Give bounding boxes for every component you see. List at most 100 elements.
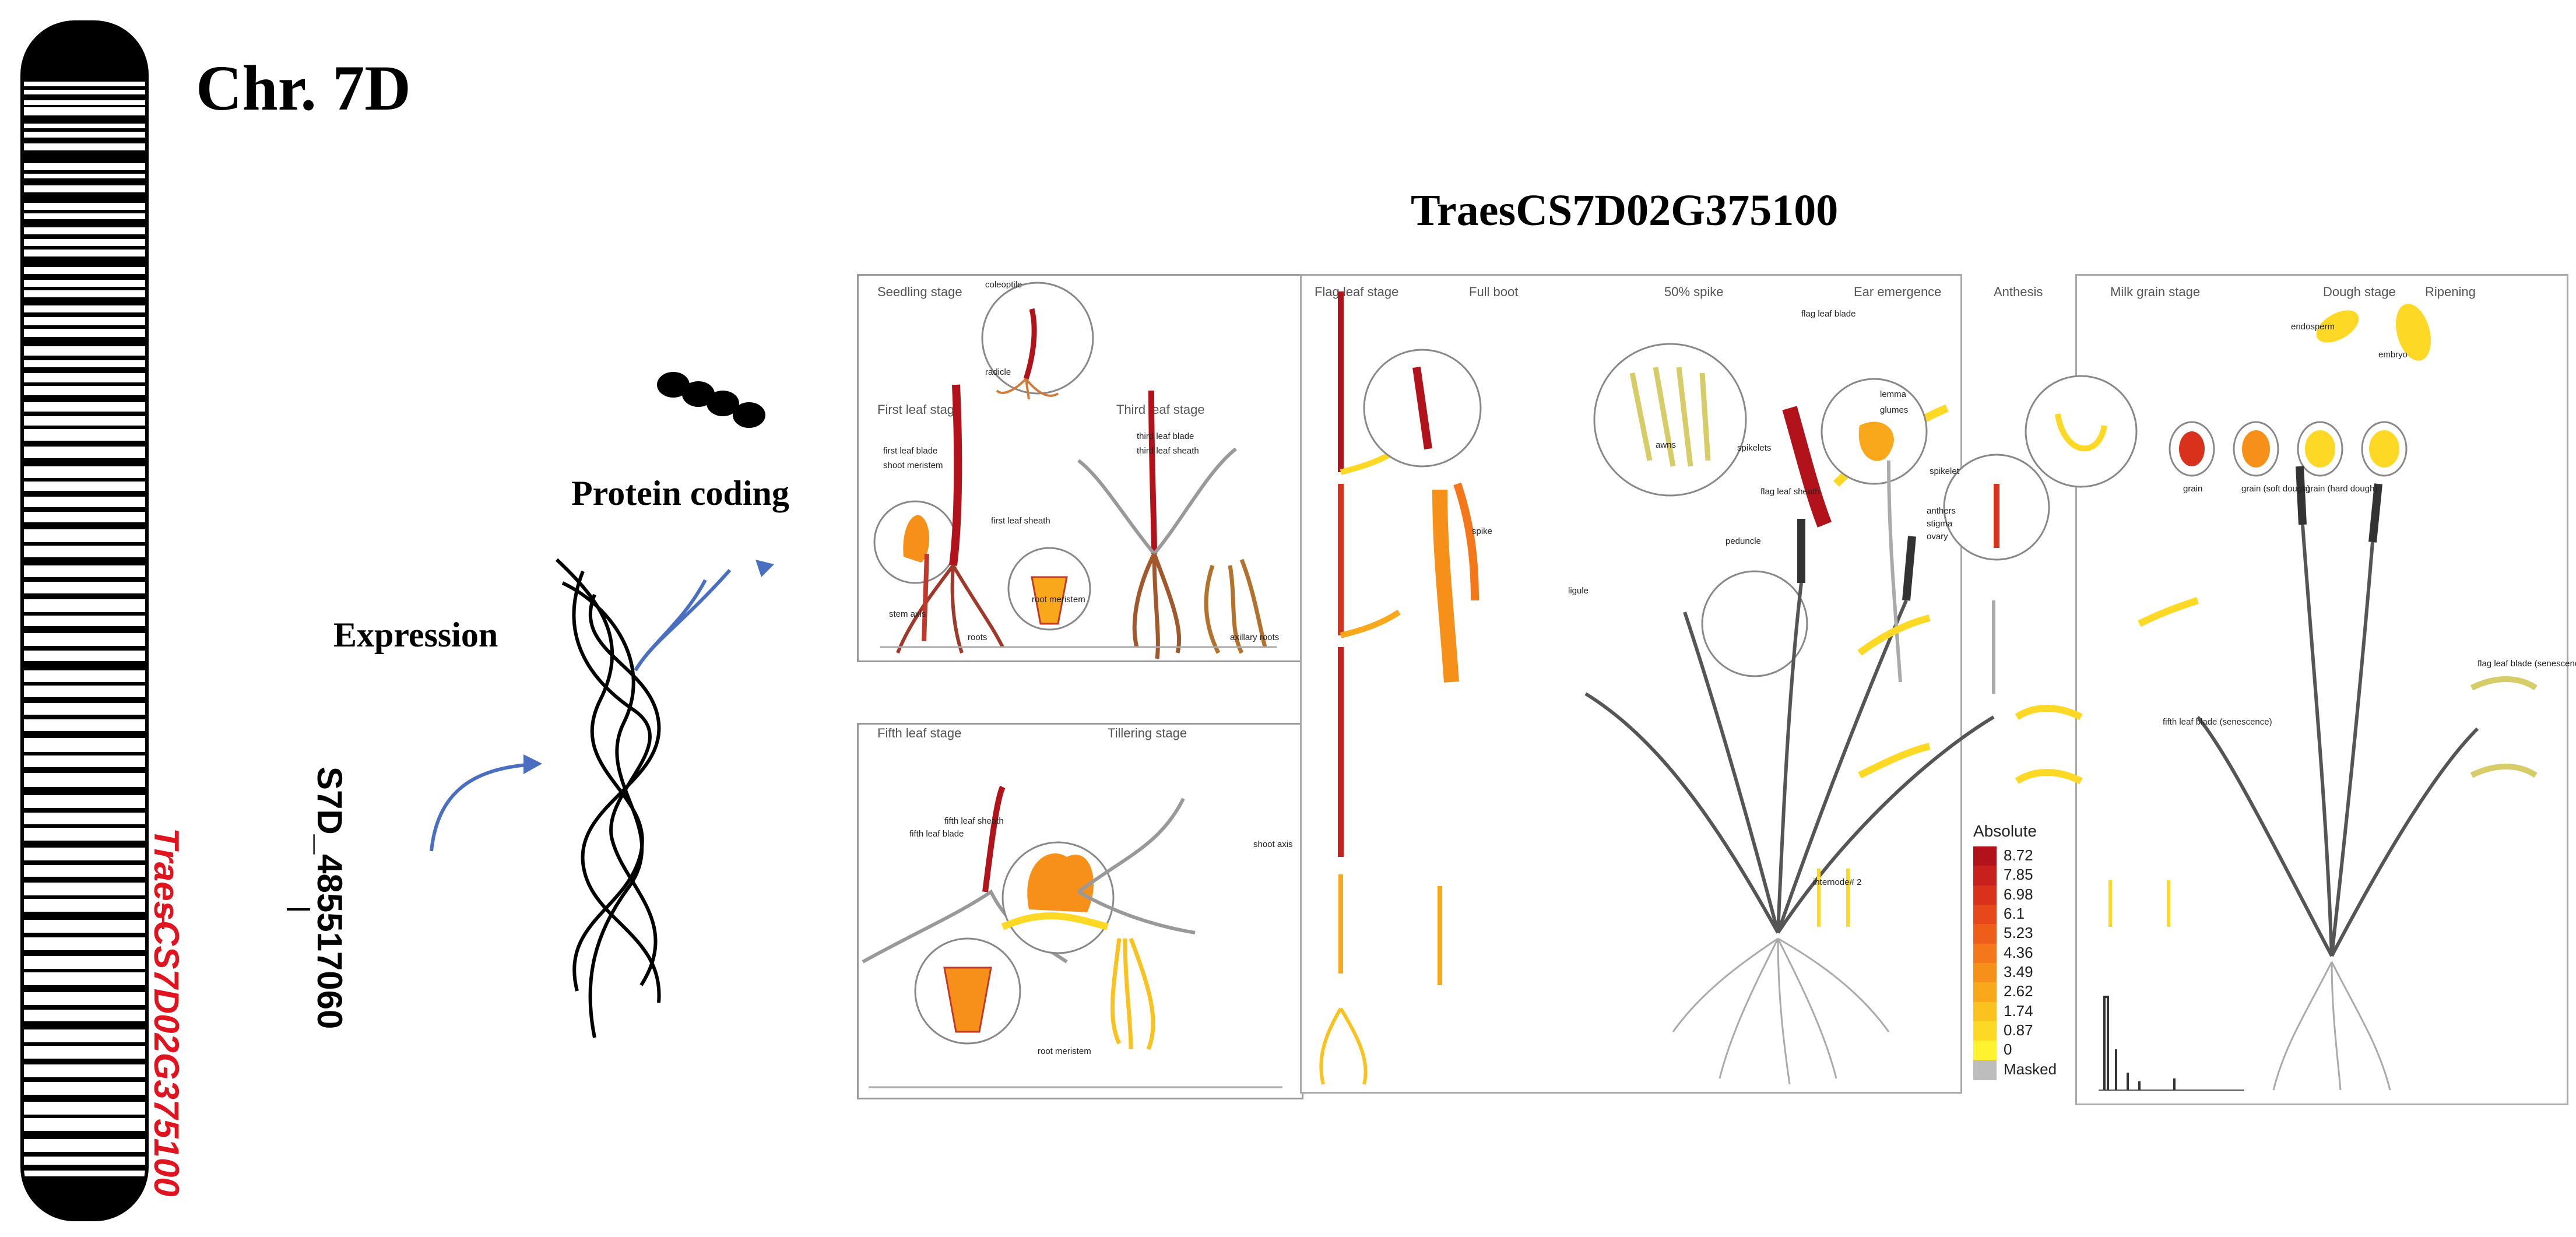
chromosome-band [22, 170, 147, 174]
chromosome-band [22, 841, 147, 848]
organ-shoot-meristem: shoot meristem [883, 461, 943, 470]
legend-value: Masked [2004, 1060, 2057, 1078]
chromosome-band [22, 441, 147, 447]
chromosome-band [22, 950, 147, 956]
chromosome-band [22, 1152, 147, 1157]
chromosome-band [22, 912, 147, 920]
legend-value: 6.1 [2004, 905, 2025, 922]
arrow-head-icon [523, 754, 542, 774]
chromosome-band [22, 297, 147, 305]
organ-root-meristem-2: root meristem [1038, 1046, 1091, 1056]
legend-value: 1.74 [2004, 1001, 2033, 1020]
snp-marker-tick [287, 908, 310, 911]
organ-roots: roots [968, 632, 987, 642]
chromosome-title: Chr. 7D [196, 52, 411, 124]
legend-swatch [1973, 982, 1997, 1003]
chromosome-band [22, 985, 147, 992]
legend-swatch [1973, 846, 1997, 867]
chromosome-band [22, 661, 147, 670]
stage-ripening: Ripening [2425, 284, 2476, 299]
legend-value: 0.87 [2004, 1021, 2033, 1039]
chromosome-band [22, 426, 147, 429]
organ-third-leaf-sheath: third leaf sheath [1137, 446, 1199, 456]
mrna-strands-icon [555, 558, 661, 1038]
chromosome-band [22, 356, 147, 360]
chromosome-band [22, 94, 147, 100]
arrow-icon [430, 579, 707, 852]
organ-radicle: radicle [985, 367, 1011, 377]
organ-fifth-leaf-blade: fifth leaf blade [909, 829, 964, 839]
organ-grain-soft: grain (soft dough) [2241, 484, 2310, 494]
chromosome-band [22, 478, 147, 482]
chromosome-ideogram [20, 20, 149, 1221]
chromosome-band [22, 752, 147, 755]
organ-first-leaf-blade: first leaf blade [883, 446, 938, 456]
organ-grain: grain [2183, 484, 2203, 494]
chromosome-band [22, 1059, 147, 1064]
chromosome-band [22, 808, 147, 813]
chromosome-band [22, 542, 147, 546]
chromosome-band [22, 1042, 147, 1046]
chromosome-band [22, 382, 147, 386]
organ-first-leaf-sheath: first leaf sheath [991, 516, 1050, 526]
legend-swatch [1973, 1041, 1997, 1061]
stage-third-leaf: Third leaf stage [1116, 402, 1205, 417]
chromosome-band [22, 933, 147, 937]
chromosome-band [22, 626, 147, 633]
organ-glumes: glumes [1880, 405, 1909, 415]
plant-illustrations [862, 282, 2538, 1091]
stage-tillering: Tillering stage [1108, 726, 1187, 740]
organ-ovary: ovary [1927, 532, 1948, 542]
chromosome-band [22, 219, 147, 227]
organ-anthers: anthers [1927, 506, 1956, 516]
chromosome-band [22, 287, 147, 290]
legend-value: 6.98 [2004, 885, 2033, 903]
stage-50-spike: 50% spike [1664, 284, 1724, 299]
organ-flag-leaf-blade: flag leaf blade [1801, 309, 1856, 319]
chromosome-band [22, 507, 147, 512]
organ-flag-leaf-blade-senescence: flag leaf blade (senescence) [2477, 659, 2576, 669]
chromosome-band [22, 877, 147, 883]
chromosome-band [22, 593, 147, 599]
chromosome-band [22, 150, 147, 163]
chromosome-band [22, 1176, 147, 1220]
organ-endosperm: endosperm [2291, 322, 2335, 332]
legend-value: 2.62 [2004, 982, 2033, 1000]
legend-swatch [1973, 1060, 1997, 1080]
legend-swatch [1973, 963, 1997, 983]
protein-beads-icon [657, 372, 765, 428]
chromosome-band [22, 234, 147, 239]
chromosome-band [22, 138, 147, 143]
organ-stigma: stigma [1927, 519, 1953, 529]
chromosome-band [22, 969, 147, 972]
chromosome-band [22, 491, 147, 497]
organ-grain-hard: grain (hard dough) [2306, 484, 2378, 494]
stage-dough: Dough stage [2323, 284, 2396, 299]
snp-marker-label: S7D_485517060 [310, 767, 349, 1029]
expression-label: Expression [333, 616, 498, 654]
stage-anthesis: Anthesis [1994, 284, 2043, 299]
chromosome-band [22, 86, 147, 90]
legend-value: 4.36 [2004, 943, 2033, 961]
legend-swatch [1973, 1001, 1997, 1022]
stage-ear-emergence: Ear emergence [1854, 284, 1942, 299]
organ-fifth-leaf-blade-senescence: fifth leaf blade (senescence) [2163, 717, 2272, 727]
chromosome-band [22, 210, 147, 213]
legend-swatch [1973, 885, 1997, 905]
chromosome-band [22, 1077, 147, 1082]
organ-flag-leaf-sheath: flag leaf sheath [1760, 487, 1820, 497]
chromosome-band [22, 367, 147, 373]
organ-spikelet: spikelet [1930, 466, 1959, 476]
chromosome-band [22, 895, 147, 899]
organ-awns: awns [1656, 440, 1677, 450]
gene-marker-label: TraesCS7D02G375100 [147, 828, 186, 1197]
organ-internode-2: internode# 2 [1813, 877, 1862, 887]
chromosome-band [22, 192, 147, 203]
chromosome-band [22, 246, 147, 249]
chromosome-band [22, 22, 147, 82]
chromosome-band [22, 1095, 147, 1102]
stage-full-boot: Full boot [1469, 284, 1519, 299]
chromosome-band [22, 178, 147, 185]
